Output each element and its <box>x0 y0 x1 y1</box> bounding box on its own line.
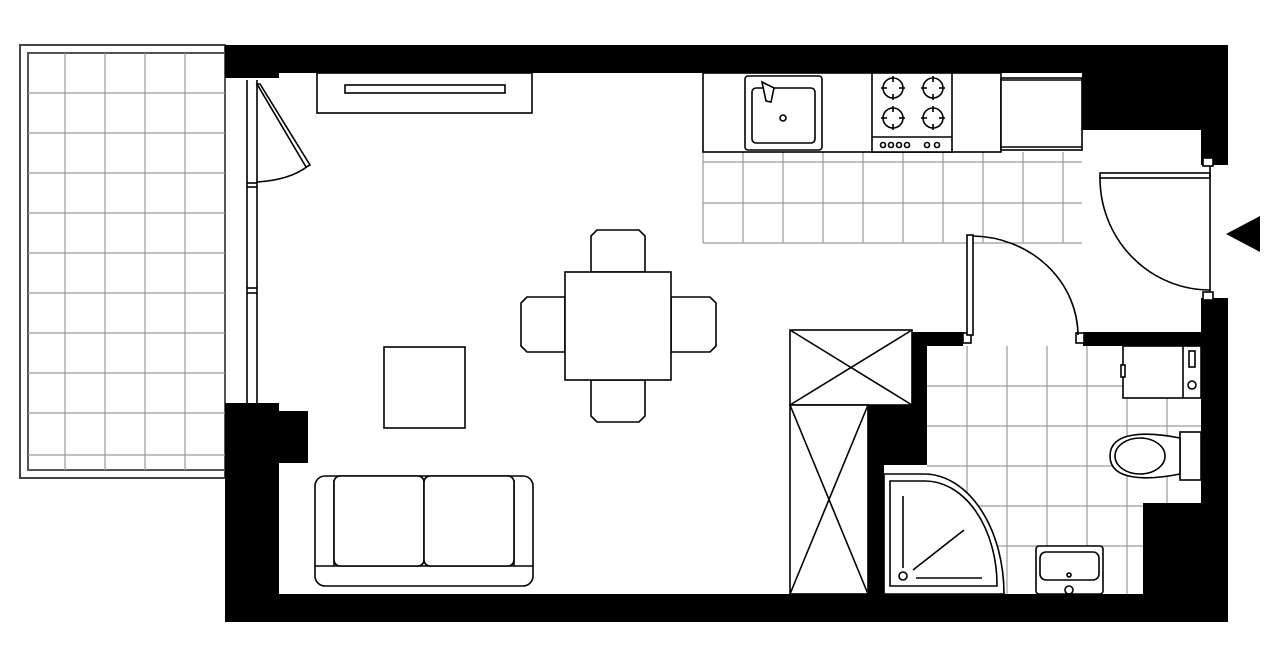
balcony <box>19 44 226 479</box>
stove <box>871 72 953 153</box>
balcony-door[interactable] <box>246 80 312 403</box>
stove-knob <box>903 141 911 149</box>
kitchen-floor-tiles <box>702 152 1082 244</box>
kitchen-counter <box>702 72 1083 153</box>
washbasin <box>1035 545 1104 595</box>
stove-knob <box>887 141 895 149</box>
corner-shower <box>883 473 1005 595</box>
fridge <box>1000 77 1083 151</box>
ottoman <box>383 346 466 429</box>
stove-knob <box>923 141 931 149</box>
washing-machine <box>1120 345 1202 399</box>
chair <box>670 296 717 353</box>
toilet <box>1109 431 1202 481</box>
wardrobe <box>789 329 913 595</box>
bathroom-door[interactable] <box>966 234 1079 336</box>
stove-knob <box>895 141 903 149</box>
chair <box>520 296 566 353</box>
entrance-arrow-icon <box>1226 216 1260 252</box>
chair <box>590 379 646 423</box>
stove-knob <box>933 141 941 149</box>
sofa <box>314 475 534 587</box>
chair <box>590 229 646 273</box>
entrance-door[interactable] <box>1099 166 1211 292</box>
dining-table <box>564 271 672 381</box>
tv-unit <box>316 72 533 114</box>
walls <box>225 45 1228 622</box>
dining-set <box>520 229 717 423</box>
stove-knob <box>879 141 887 149</box>
kitchen-sink <box>744 75 823 151</box>
